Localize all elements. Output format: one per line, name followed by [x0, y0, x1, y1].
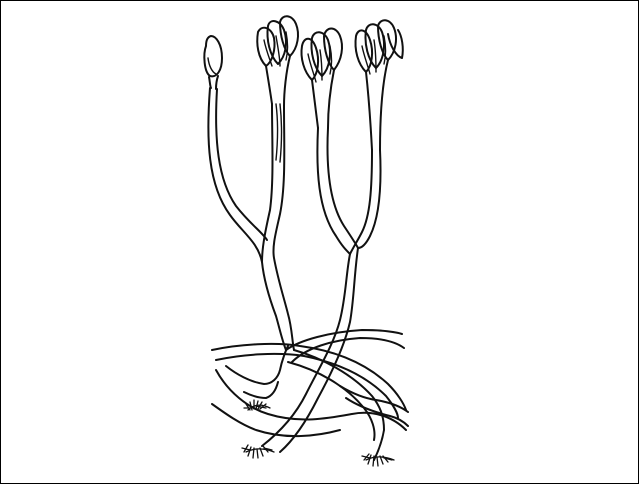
plant-left [204, 16, 298, 350]
sporangia-cluster [355, 20, 402, 150]
main-stalk [262, 104, 286, 350]
root-tuft [362, 454, 394, 466]
sporangia-cluster [257, 16, 298, 106]
plant-right [262, 20, 403, 452]
single-sporangium [204, 36, 222, 89]
sporangia-cluster [301, 29, 342, 129]
root-tuft [242, 445, 274, 458]
rhizome [212, 330, 408, 460]
